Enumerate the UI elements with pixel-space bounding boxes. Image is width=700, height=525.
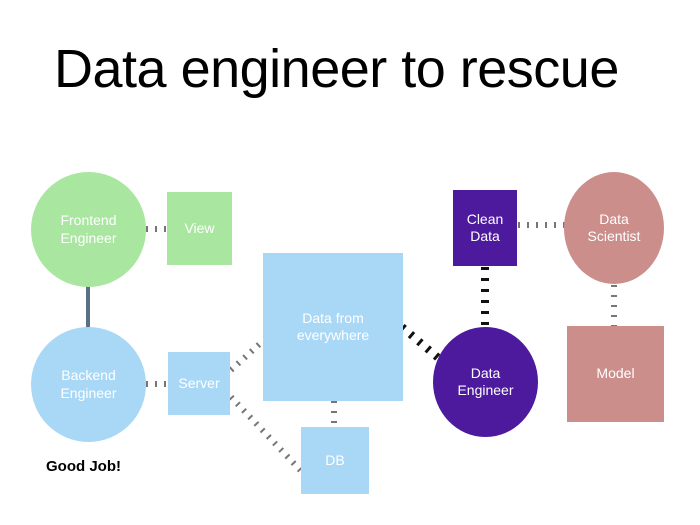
connector-data-to-data-engineer [399,323,446,366]
caption-good-job: Good Job! [46,458,121,475]
connector-server-to-data [228,337,267,373]
node-label-model: Model [596,365,635,382]
node-server[interactable]: Server [168,352,230,415]
page-title: Data engineer to rescue [54,39,619,99]
node-label-server: Server [178,374,220,391]
node-label-db: DB [325,451,345,468]
node-view[interactable]: View [167,192,232,265]
connector-server-to-db [228,394,305,475]
node-label-view: View [184,219,215,236]
node-db[interactable]: DB [301,427,369,494]
node-model[interactable]: Model [567,326,664,422]
